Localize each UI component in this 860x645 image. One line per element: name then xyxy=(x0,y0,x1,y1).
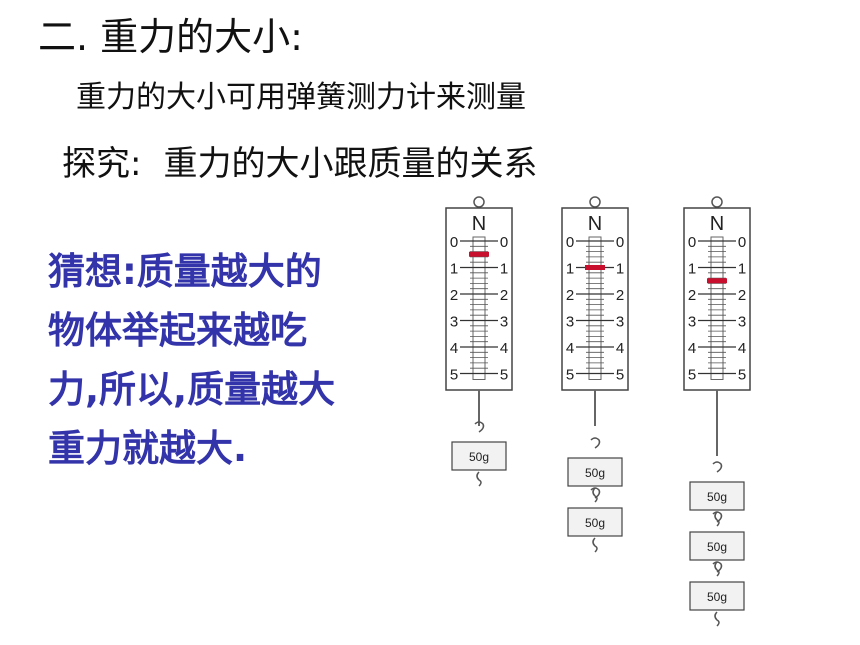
scale-mark-left: 5 xyxy=(566,367,574,384)
scale-mark-right: 2 xyxy=(738,287,746,304)
weight-hook xyxy=(474,421,485,433)
weight-bottom-hook xyxy=(592,487,598,503)
scale-mark-left: 4 xyxy=(688,340,696,357)
scale-mark-left: 4 xyxy=(450,340,458,357)
weight-label: 50g xyxy=(469,450,489,464)
scale-pointer xyxy=(585,265,605,270)
scale-mark-right: 3 xyxy=(738,314,746,331)
scale-mark-right: 4 xyxy=(738,340,746,357)
scale-pointer xyxy=(707,278,727,284)
scale-mark-left: 0 xyxy=(688,234,696,251)
scale-top-ring xyxy=(473,196,485,208)
weight-block xyxy=(451,441,507,471)
scale-mark-right: 4 xyxy=(500,340,508,357)
scale-mark-right: 5 xyxy=(738,367,746,384)
scale-unit-label: N xyxy=(710,213,724,235)
scale-mark-left: 1 xyxy=(688,261,696,278)
weight-block xyxy=(689,581,745,611)
weight-bottom-hook xyxy=(476,471,482,487)
weight-block xyxy=(689,481,745,511)
scale-unit-label: N xyxy=(472,213,486,235)
weight-block xyxy=(689,531,745,561)
explore-label: 探究: xyxy=(62,144,142,184)
scale-mark-right: 0 xyxy=(738,234,746,251)
scale-tube xyxy=(710,236,724,380)
scale-mark-left: 1 xyxy=(566,261,574,278)
scale-mark-left: 0 xyxy=(566,234,574,251)
scale-mark-right: 1 xyxy=(738,261,746,278)
scale-mark-left: 3 xyxy=(450,314,458,331)
weight-bottom-hook xyxy=(714,511,720,527)
weight-hook xyxy=(712,561,723,573)
spring-scale-1: N0 0 1 1 2 2 3 3 4 4 5 5 50g xyxy=(445,196,513,487)
hypothesis-block: 猜想:质量越大的 物体举起来越吃 力,所以,质量越大 重力就越大. xyxy=(48,242,428,478)
weight-hook xyxy=(590,437,601,449)
scale-mark-left: 1 xyxy=(450,261,458,278)
scale-mark-left: 4 xyxy=(566,340,574,357)
weight-block xyxy=(567,507,623,537)
hypothesis-line-3: 力,所以,质量越大 xyxy=(48,368,336,411)
hypothesis-line-2: 物体举起来越吃 xyxy=(48,309,307,352)
scale-mark-right: 5 xyxy=(616,367,624,384)
weight-bottom-hook xyxy=(714,611,720,627)
weight-hook xyxy=(590,487,601,499)
scale-mark-left: 3 xyxy=(688,314,696,331)
scale-top-ring xyxy=(711,196,723,208)
scale-mark-left: 2 xyxy=(450,287,458,304)
subtitle-text: 重力的大小可用弹簧测力计来测量 xyxy=(76,80,526,115)
spring-scale-2: N0 0 1 1 2 2 3 3 4 4 5 5 50g 50g xyxy=(561,196,629,553)
slide-heading: 二. 重力的大小: xyxy=(38,15,303,59)
scale-mark-left: 5 xyxy=(450,367,458,384)
scale-mark-right: 5 xyxy=(500,367,508,384)
scale-tube xyxy=(472,236,486,380)
scale-mark-left: 3 xyxy=(566,314,574,331)
explore-line: 探究: 重力的大小跟质量的关系 xyxy=(62,136,537,185)
scale-mark-left: 0 xyxy=(450,234,458,251)
weight-label: 50g xyxy=(707,490,727,504)
weight-hook xyxy=(712,461,723,473)
scale-top-ring xyxy=(589,196,601,208)
explore-topic: 重力的大小跟质量的关系 xyxy=(163,144,538,184)
scale-unit-label: N xyxy=(588,213,602,235)
scale-mark-right: 4 xyxy=(616,340,624,357)
scale-mark-right: 1 xyxy=(500,261,508,278)
scale-mark-right: 0 xyxy=(500,234,508,251)
scale-mark-left: 2 xyxy=(566,287,574,304)
scale-mark-right: 2 xyxy=(616,287,624,304)
spring-scale-3: N0 0 1 1 2 2 3 3 4 4 5 5 50g 50g 50g xyxy=(683,196,751,627)
hypothesis-line-4: 重力就越大. xyxy=(48,427,248,470)
scale-pointer xyxy=(469,251,489,257)
weight-bottom-hook xyxy=(714,561,720,577)
weight-label: 50g xyxy=(707,590,727,604)
scale-mark-left: 5 xyxy=(688,367,696,384)
hypothesis-line-1: 猜想:质量越大的 xyxy=(48,250,322,293)
weight-block xyxy=(567,457,623,487)
weight-label: 50g xyxy=(585,466,605,480)
scale-mark-right: 3 xyxy=(500,314,508,331)
weight-label: 50g xyxy=(585,516,605,530)
weight-bottom-hook xyxy=(592,537,598,553)
scale-mark-right: 1 xyxy=(616,261,624,278)
scale-mark-left: 2 xyxy=(688,287,696,304)
scale-mark-right: 2 xyxy=(500,287,508,304)
weight-label: 50g xyxy=(707,540,727,554)
weight-hook xyxy=(712,511,723,523)
scale-tube xyxy=(588,236,602,380)
scale-mark-right: 0 xyxy=(616,234,624,251)
scale-mark-right: 3 xyxy=(616,314,624,331)
